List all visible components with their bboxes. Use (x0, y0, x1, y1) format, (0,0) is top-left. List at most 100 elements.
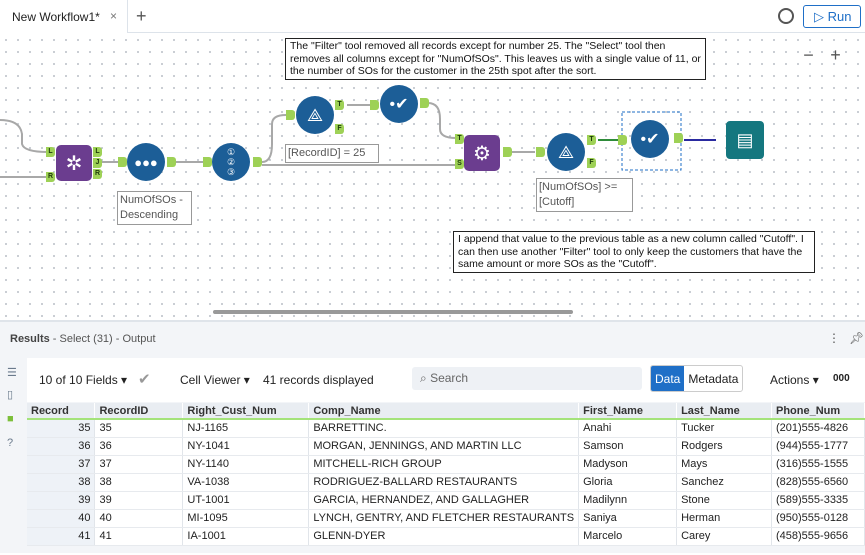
table-cell[interactable]: Mays (676, 455, 772, 474)
metadata-tab[interactable]: Metadata (688, 372, 739, 386)
column-header[interactable]: Record (27, 403, 96, 420)
checkmark-icon[interactable]: ✔ (138, 371, 151, 388)
table-cell[interactable]: Samson (578, 437, 678, 456)
anchor-false[interactable]: F (587, 158, 596, 168)
anchor-l-in[interactable]: L (46, 147, 55, 157)
table-cell[interactable]: Herman (676, 509, 772, 528)
anchor-t-in[interactable]: T (455, 134, 464, 144)
anchor-out[interactable] (674, 133, 683, 143)
table-icon[interactable]: ▯ (7, 389, 14, 401)
table-cell[interactable]: 38 (27, 473, 96, 492)
filter-tool-2[interactable]: ⟁ (547, 133, 585, 171)
join-tool[interactable]: ✲ (56, 145, 92, 181)
table-cell[interactable]: Marcelo (578, 527, 678, 546)
table-cell[interactable]: IA-1001 (182, 527, 310, 546)
table-cell[interactable]: (944)555-1777 (771, 437, 865, 456)
table-cell[interactable]: 36 (94, 437, 184, 456)
append-fields-tool[interactable]: ⚙ (464, 135, 500, 171)
select-tool-2[interactable]: •✔ (631, 120, 669, 158)
table-cell[interactable]: 41 (94, 527, 184, 546)
column-header[interactable]: Last_Name (676, 403, 772, 420)
search-input[interactable]: ⌕ Search (412, 367, 642, 390)
help-icon[interactable]: ? (7, 437, 14, 449)
anchor-in[interactable] (536, 147, 545, 157)
column-header[interactable]: Phone_Num (771, 403, 865, 420)
table-cell[interactable]: UT-1001 (182, 491, 310, 510)
table-cell[interactable]: (950)555-0128 (771, 509, 865, 528)
table-cell[interactable]: Anahi (578, 419, 678, 438)
zoom-in-button[interactable]: + (830, 45, 841, 65)
column-header[interactable]: First_Name (578, 403, 678, 420)
comment-append[interactable]: I append that value to the previous tabl… (453, 231, 815, 273)
actions-dropdown[interactable]: Actions ▾ (770, 373, 819, 387)
table-cell[interactable]: (316)555-1555 (771, 455, 865, 474)
anchor-out[interactable] (420, 98, 429, 108)
table-cell[interactable]: NY-1041 (182, 437, 310, 456)
comment-filter[interactable]: The "Filter" tool removed all records ex… (285, 38, 706, 80)
table-cell[interactable]: Tucker (676, 419, 772, 438)
anchor-out[interactable] (503, 147, 512, 157)
table-cell[interactable]: Carey (676, 527, 772, 546)
close-icon[interactable]: × (109, 9, 117, 23)
anchor-r-in[interactable]: R (46, 172, 55, 182)
pin-icon[interactable]: 📌︎ (849, 331, 865, 345)
anchor-in[interactable] (618, 135, 627, 145)
column-header[interactable]: Right_Cust_Num (182, 403, 310, 420)
run-button[interactable]: ▷ Run (803, 5, 861, 28)
canvas-horizontal-scrollbar[interactable] (213, 310, 573, 314)
table-cell[interactable]: NY-1140 (182, 455, 310, 474)
table-cell[interactable]: 36 (27, 437, 96, 456)
anchor-out[interactable] (167, 157, 176, 167)
table-cell[interactable]: 37 (94, 455, 184, 474)
table-cell[interactable]: 39 (94, 491, 184, 510)
anchor-true[interactable]: T (335, 100, 344, 110)
anchor-out[interactable] (253, 157, 262, 167)
table-cell[interactable]: BARRETTINC. (308, 419, 580, 438)
history-icon[interactable] (778, 8, 794, 24)
table-cell[interactable]: (828)555-6560 (771, 473, 865, 492)
table-cell[interactable]: 40 (94, 509, 184, 528)
table-cell[interactable]: GARCIA, HERNANDEZ, AND GALLAGHER (308, 491, 580, 510)
table-cell[interactable]: 39 (27, 491, 96, 510)
table-cell[interactable]: 35 (27, 419, 96, 438)
table-cell[interactable]: LYNCH, GENTRY, AND FLETCHER RESTAURANTS (308, 509, 580, 528)
zoom-out-button[interactable]: − (803, 45, 814, 65)
workflow-canvas[interactable]: − + The "Filter" tool removed all record… (0, 34, 865, 319)
table-cell[interactable]: 40 (27, 509, 96, 528)
more-button[interactable]: 000 (833, 373, 850, 384)
table-cell[interactable]: 41 (27, 527, 96, 546)
anchor-true[interactable]: T (587, 135, 596, 145)
tab-workflow[interactable]: New Workflow1*× (0, 0, 128, 33)
table-cell[interactable]: Sanchez (676, 473, 772, 492)
table-cell[interactable]: Madilynn (578, 491, 678, 510)
anchor-in[interactable] (118, 157, 127, 167)
table-cell[interactable]: (589)555-3335 (771, 491, 865, 510)
column-header[interactable]: Comp_Name (308, 403, 580, 420)
table-cell[interactable]: Saniya (578, 509, 678, 528)
table-cell[interactable]: 38 (94, 473, 184, 492)
table-cell[interactable]: MORGAN, JENNINGS, AND MARTIN LLC (308, 437, 580, 456)
table-cell[interactable]: Gloria (578, 473, 678, 492)
table-cell[interactable]: GLENN-DYER (308, 527, 580, 546)
table-cell[interactable]: (458)555-9656 (771, 527, 865, 546)
table-cell[interactable]: Rodgers (676, 437, 772, 456)
table-cell[interactable]: MI-1095 (182, 509, 310, 528)
table-cell[interactable]: VA-1038 (182, 473, 310, 492)
table-cell[interactable]: 37 (27, 455, 96, 474)
fields-dropdown[interactable]: 10 of 10 Fields ▾ (39, 373, 128, 387)
table-cell[interactable]: Madyson (578, 455, 678, 474)
table-cell[interactable]: NJ-1165 (182, 419, 310, 438)
filter-tool-1[interactable]: ⟁ (296, 96, 334, 134)
anchor-r-out[interactable]: R (93, 169, 102, 179)
table-cell[interactable]: (201)555-4826 (771, 419, 865, 438)
anchor-false[interactable]: F (335, 124, 344, 134)
anchor-l-out[interactable]: L (93, 147, 102, 157)
table-cell[interactable]: RODRIGUEZ-BALLARD RESTAURANTS (308, 473, 580, 492)
